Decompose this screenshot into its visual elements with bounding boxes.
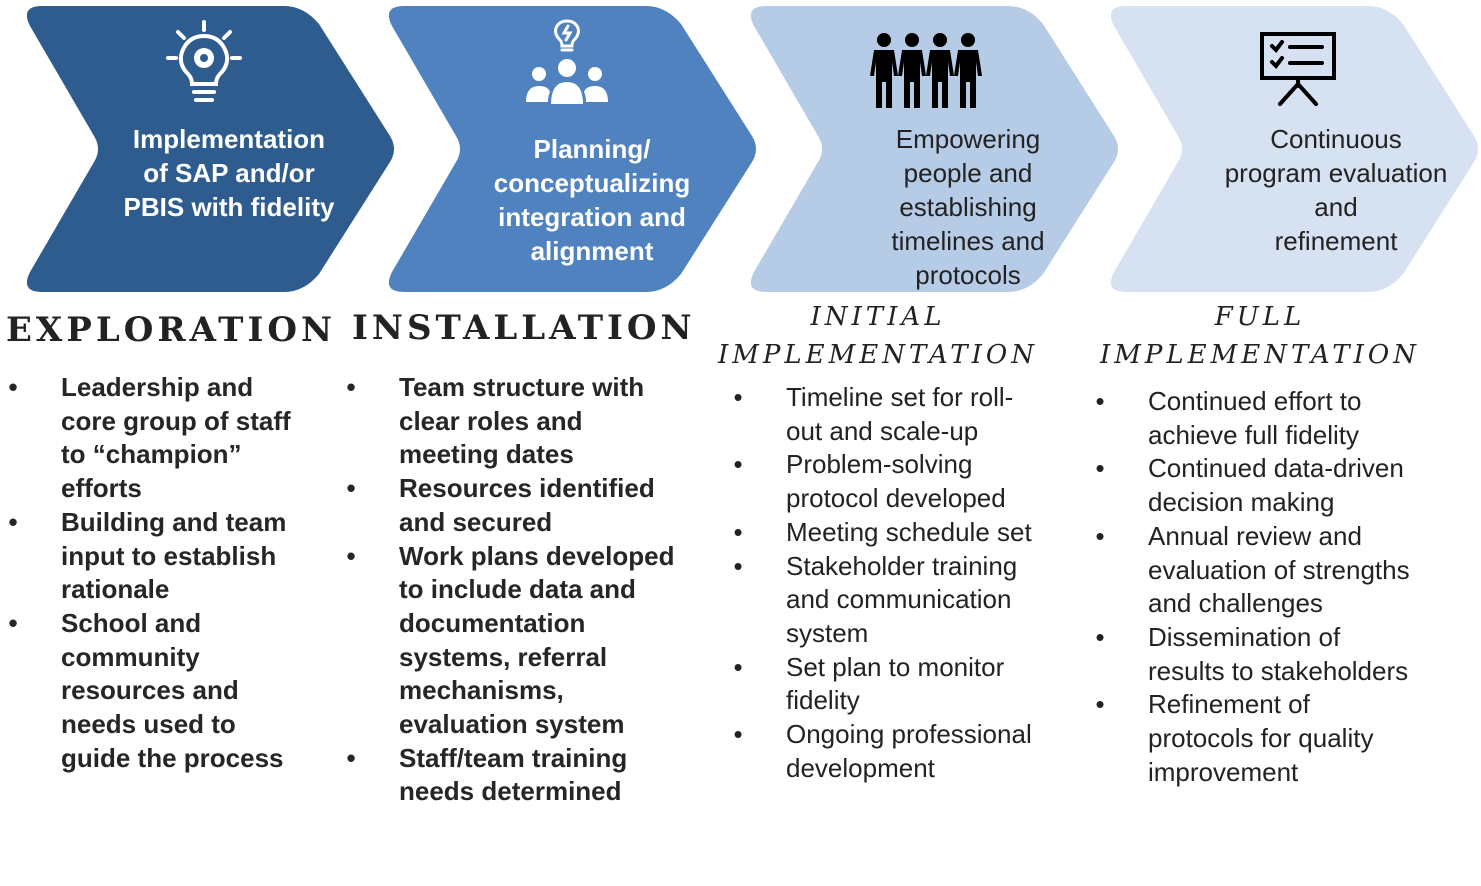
stage-2-title: INSTALLATION (352, 308, 696, 348)
list-item: •Continued effort to achieve full fideli… (1095, 385, 1410, 452)
bullet-icon: • (1095, 621, 1105, 652)
bullet-icon: • (733, 651, 743, 682)
bullet-icon: • (733, 719, 743, 750)
bullet-icon: • (346, 372, 356, 402)
list-item: •Ongoing professional development (733, 718, 1048, 785)
stage-2-bullet-list: •Team structure with clear roles and mee… (346, 371, 681, 809)
bullet-icon: • (733, 382, 743, 412)
bullet-icon: • (1095, 520, 1105, 551)
bullet-icon: • (733, 449, 743, 480)
stage-1-title: EXPLORATION (6, 310, 337, 350)
list-item: •Building and team input to establish ra… (8, 506, 293, 607)
stage-4-bullet-list: •Continued effort to achieve full fideli… (1095, 385, 1410, 789)
list-item: •Set plan to monitor fidelity (733, 651, 1048, 718)
list-item: •Work plans developed to include data an… (346, 540, 681, 742)
list-item: •Continued data-driven decision making (1095, 452, 1410, 519)
list-item: •Leadership and core group of staff to “… (8, 371, 293, 506)
stage-1-chevron-text: Implementation of SAP and/or PBIS with f… (123, 124, 335, 222)
bullet-icon: • (346, 473, 356, 504)
list-item: •Problem-solving protocol developed (733, 448, 1048, 515)
stage-1-bullet-list: •Leadership and core group of staff to “… (8, 371, 293, 776)
presentation-board-icon (1260, 32, 1336, 106)
bullet-icon: • (346, 540, 356, 571)
chevron-shape (388, 6, 756, 292)
list-item: •Meeting schedule set (733, 516, 1048, 550)
people-group-icon (870, 33, 982, 108)
bullet-icon: • (8, 607, 18, 638)
lightbulb-gear-icon (166, 20, 242, 102)
bullet-icon: • (733, 550, 743, 581)
list-item: •Annual review and evaluation of strengt… (1095, 520, 1410, 621)
stage-3-chevron: Empowering people and establishing timel… (738, 6, 1118, 292)
stage-3-chevron-text: Empowering people and establishing timel… (891, 124, 1045, 290)
bullet-icon: • (8, 506, 18, 537)
list-item: •Team structure with clear roles and mee… (346, 371, 681, 472)
stage-4-title: FULL IMPLEMENTATION (1100, 302, 1420, 370)
list-item: •Resources identified and secured (346, 472, 681, 539)
team-idea-icon (526, 19, 608, 104)
stage-4-chevron: Continuous program evaluation and refine… (1098, 6, 1478, 292)
list-item: •Timeline set for roll-out and scale-up (733, 381, 1048, 448)
bullet-icon: • (1095, 689, 1105, 720)
stage-4-chevron-text: Continuous program evaluation and refine… (1224, 124, 1448, 256)
stage-2-chevron: Planning/ conceptualizing integration an… (376, 6, 756, 292)
stage-3-title: INITIAL IMPLEMENTATION (718, 302, 1038, 370)
list-item: •Staff/team training needs determined (346, 742, 681, 809)
list-item: •Dissemination of results to stakeholder… (1095, 621, 1410, 688)
chevron-shape (750, 6, 1118, 292)
list-item: •Stakeholder training and communication … (733, 550, 1048, 651)
bullet-icon: • (346, 742, 356, 773)
list-item: •Refinement of protocols for quality imp… (1095, 688, 1410, 789)
stage-3-bullet-list: •Timeline set for roll-out and scale-up … (733, 381, 1048, 785)
bullet-icon: • (8, 372, 18, 402)
bullet-icon: • (1095, 453, 1105, 484)
bullet-icon: • (733, 516, 743, 547)
chevron-shape (1110, 6, 1478, 292)
chevron-shape (26, 6, 394, 292)
stage-2-chevron-text: Planning/ conceptualizing integration an… (493, 134, 691, 266)
list-item: •School and community resources and need… (8, 607, 293, 776)
stage-1-chevron: Implementation of SAP and/or PBIS with f… (14, 6, 394, 292)
bullet-icon: • (1095, 386, 1105, 416)
